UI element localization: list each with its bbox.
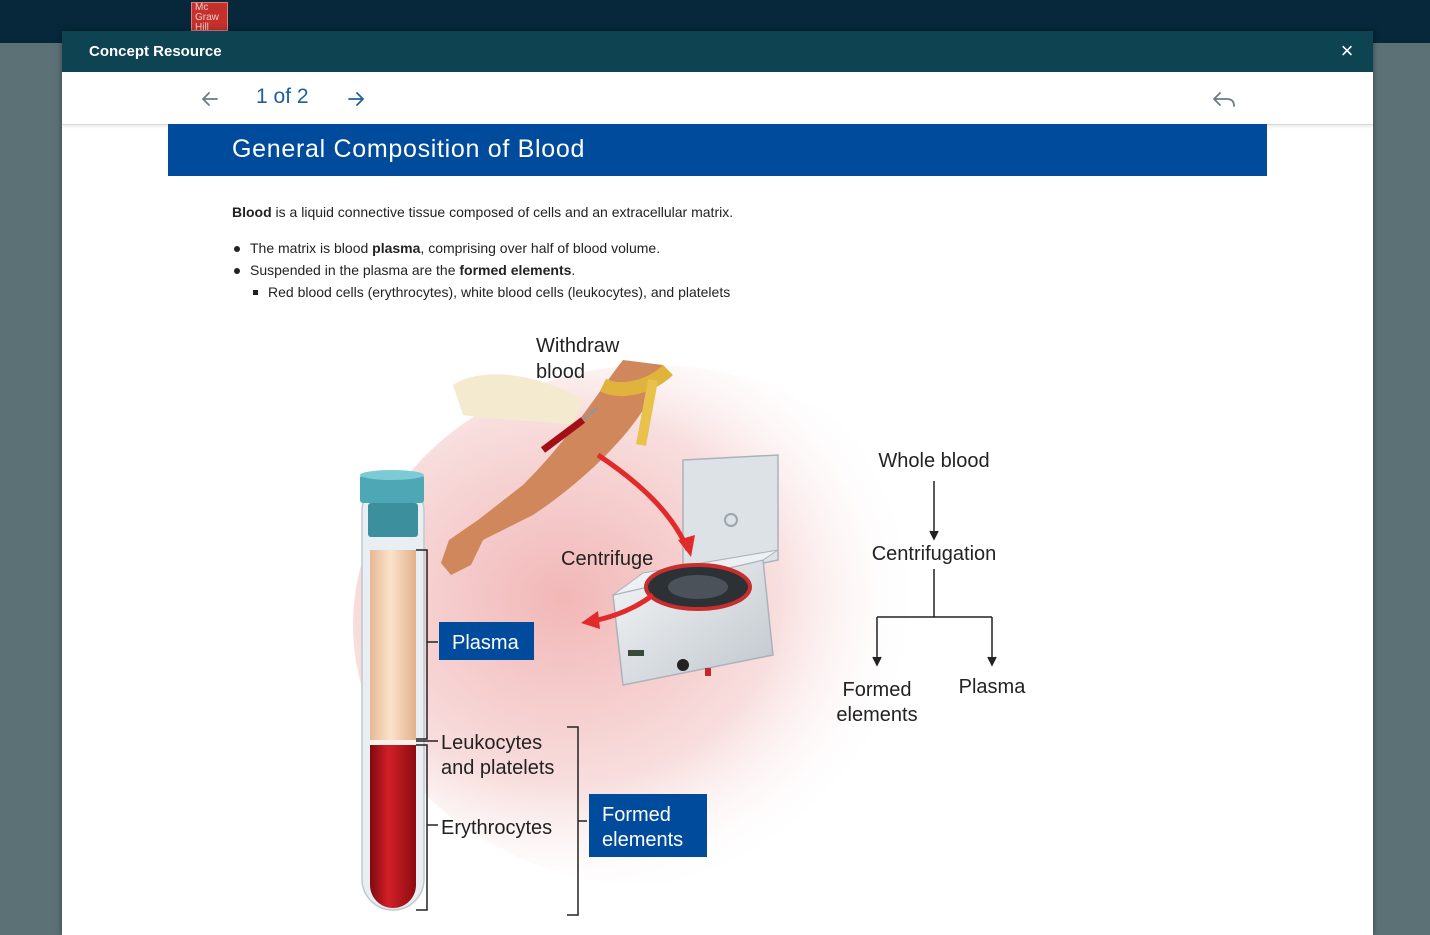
process-arrows — [581, 452, 695, 629]
list-item: Suspended in the plasma are the formed e… — [232, 262, 730, 284]
formed-box-label-1: Formed — [602, 804, 671, 826]
modal-header: Concept Resource × — [62, 31, 1373, 72]
section-banner: General Composition of Blood — [168, 124, 1267, 176]
flow-arrowheads — [872, 656, 997, 667]
bullet-text: , comprising over half of blood volume. — [420, 240, 661, 256]
withdraw-label-1: Withdraw — [536, 335, 620, 357]
list-item: The matrix is blood plasma, comprising o… — [232, 240, 730, 262]
flow-arrowhead-1 — [929, 530, 939, 541]
test-tube-illustration — [360, 470, 425, 911]
flow-split — [876, 569, 993, 663]
bullet-text: Suspended in the plasma are the — [250, 262, 460, 278]
logo-text: Mc Graw Hill — [195, 2, 219, 31]
flow-plasma: Plasma — [959, 676, 1027, 698]
mcgraw-hill-logo: Mc Graw Hill — [191, 2, 228, 31]
centrifuge-label: Centrifuge — [561, 548, 653, 570]
plasma-box-label: Plasma — [452, 632, 520, 654]
arm-illustration — [441, 360, 673, 575]
sub-list-item: Red blood cells (erythrocytes), white bl… — [232, 284, 730, 306]
page-navigation: 1 of 2 — [62, 72, 1373, 125]
flow-centrifugation: Centrifugation — [872, 543, 997, 565]
bullet-text: . — [571, 262, 576, 278]
undo-arrow-icon — [1213, 92, 1235, 107]
intro-term: Blood — [232, 204, 272, 220]
blood-composition-figure: Withdraw blood Centrifuge Plasma Leukocy… — [353, 325, 1082, 935]
withdraw-label-2: blood — [536, 361, 585, 383]
flow-whole-blood: Whole blood — [878, 450, 989, 472]
section-heading: General Composition of Blood — [232, 135, 586, 163]
next-page-button[interactable] — [342, 86, 370, 112]
flow-connectors — [872, 481, 997, 667]
return-button[interactable] — [1210, 86, 1238, 112]
intro-paragraph: Blood is a liquid connective tissue comp… — [232, 204, 733, 220]
erythrocytes-label: Erythrocytes — [441, 817, 552, 839]
previous-page-button[interactable] — [196, 86, 224, 112]
bullet-term: plasma — [372, 240, 421, 256]
plasma-bracket — [416, 549, 428, 740]
bullet-text: The matrix is blood — [250, 240, 373, 256]
flow-formed-2: elements — [836, 704, 917, 726]
page-counter: 1 of 2 — [256, 85, 309, 108]
modal-title: Concept Resource — [89, 43, 222, 60]
formed-box-label-2: elements — [602, 829, 683, 851]
leukocytes-label-1: Leukocytes — [441, 732, 542, 754]
formed-elements-box — [589, 794, 707, 857]
close-button[interactable]: × — [1340, 38, 1354, 63]
bullet-term: formed elements — [459, 262, 572, 278]
brackets — [416, 549, 587, 916]
erythro-bracket — [416, 744, 428, 911]
concept-resource-modal: Concept Resource × 1 of 2 General Compos… — [62, 31, 1373, 935]
bullet-list: The matrix is blood plasma, comprising o… — [232, 240, 730, 306]
intro-text: is a liquid connective tissue composed o… — [271, 204, 734, 220]
leukocytes-label-2: and platelets — [441, 757, 554, 779]
plasma-box — [439, 622, 534, 660]
arrow-right-icon — [348, 92, 364, 106]
flow-formed-1: Formed — [843, 679, 912, 701]
centrifuge-illustration — [612, 454, 779, 686]
arrow-left-icon — [202, 92, 218, 106]
